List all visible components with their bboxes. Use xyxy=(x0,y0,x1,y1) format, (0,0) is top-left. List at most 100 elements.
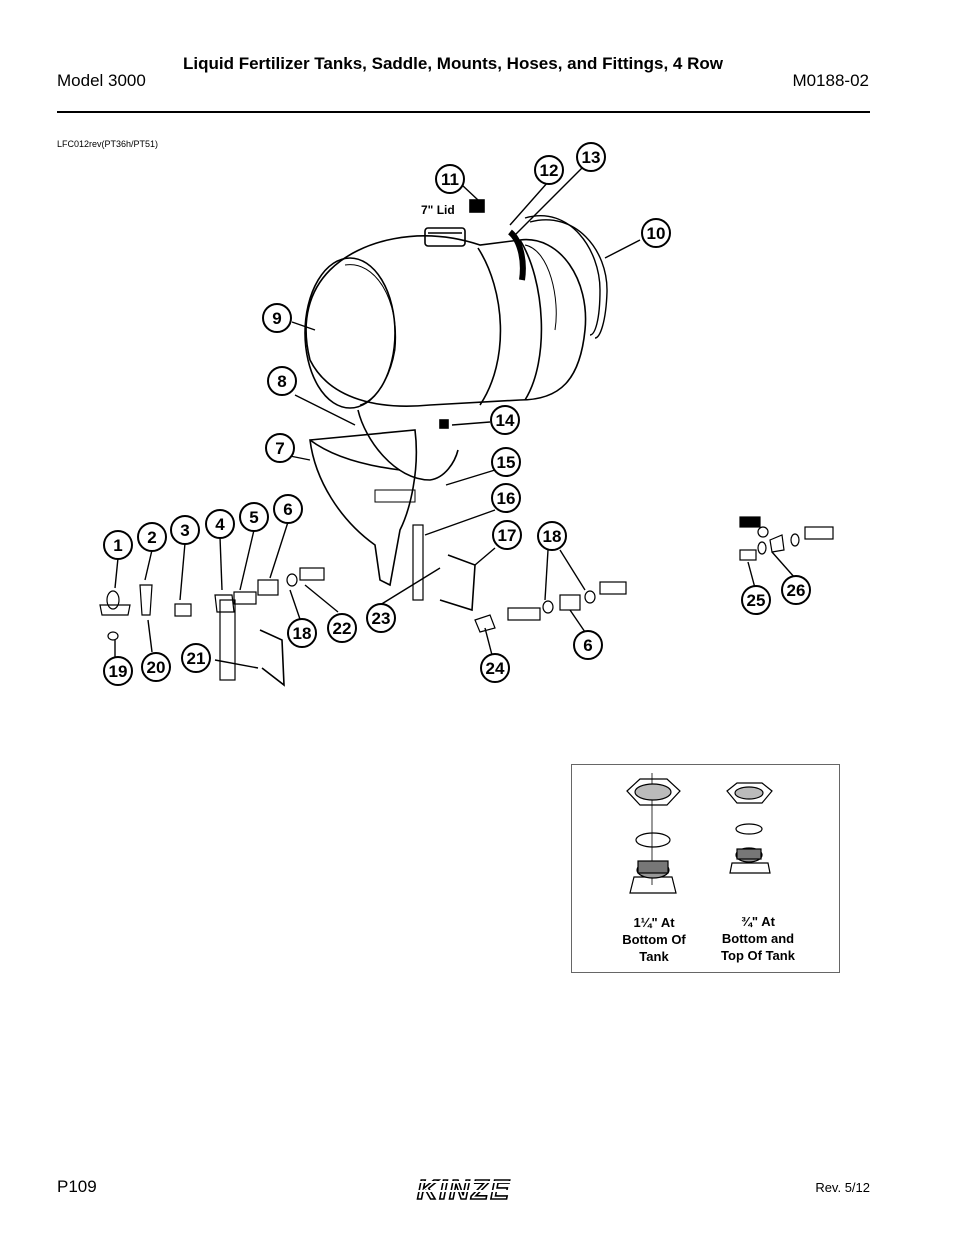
callout-circle xyxy=(239,502,269,532)
page-title: Liquid Fertilizer Tanks, Saddle, Mounts,… xyxy=(183,54,723,73)
callout-number: 1 xyxy=(113,536,122,555)
callout-1: 1 xyxy=(103,530,133,560)
callout-circle xyxy=(490,405,520,435)
callout-circle xyxy=(287,618,317,648)
callout-number: 5 xyxy=(249,508,258,527)
inset-fittings-drawing xyxy=(626,773,773,894)
callout-circle xyxy=(480,653,510,683)
callout-circle xyxy=(537,521,567,551)
page-number: P109 xyxy=(57,1177,97,1196)
callout-circle xyxy=(205,509,235,539)
callout-circle xyxy=(327,613,357,643)
callout-18: 18 xyxy=(537,521,567,551)
callout-circle xyxy=(366,603,396,633)
callout-circle xyxy=(641,218,671,248)
callout-5: 5 xyxy=(239,502,269,532)
callout-14: 14 xyxy=(490,405,520,435)
callout-number: 3 xyxy=(180,521,189,540)
callout-circle xyxy=(103,656,133,686)
caption-line: Bottom Of xyxy=(622,932,686,947)
callout-15: 15 xyxy=(491,447,521,477)
callout-18: 18 xyxy=(287,618,317,648)
callout-number: 15 xyxy=(497,453,516,472)
callout-circle xyxy=(262,303,292,333)
callout-number: 25 xyxy=(747,591,766,610)
callout-number: 21 xyxy=(187,649,206,668)
header-rule xyxy=(57,111,870,113)
callout-19: 19 xyxy=(103,656,133,686)
callout-7: 7 xyxy=(265,433,295,463)
callout-6: 6 xyxy=(273,494,303,524)
callout-25: 25 xyxy=(741,585,771,615)
figure-id: LFC012rev(PT36h/PT51) xyxy=(57,139,159,149)
inset-box: 1¼" At Bottom Of Tank ¾" At Bottom and T… xyxy=(571,764,840,973)
callout-10: 10 xyxy=(641,218,671,248)
callout-number: 8 xyxy=(277,372,286,391)
callout-number: 23 xyxy=(372,609,391,628)
callout-circle xyxy=(137,522,167,552)
callout-circle xyxy=(435,164,465,194)
callout-number: 19 xyxy=(109,662,128,681)
callout-number: 6 xyxy=(583,636,592,655)
svg-text:KINZE: KINZE xyxy=(417,1174,511,1205)
callout-circle xyxy=(265,433,295,463)
caption-line: Top Of Tank xyxy=(721,948,795,963)
lid-label: 7" Lid xyxy=(421,203,455,217)
kinze-logo: KINZE xyxy=(409,1173,519,1206)
callout-8: 8 xyxy=(267,366,297,396)
callout-21: 21 xyxy=(181,643,211,673)
inset-caption-right: ¾" At Bottom and Top Of Tank xyxy=(703,913,813,964)
callout-number: 11 xyxy=(441,170,459,189)
callout-4: 4 xyxy=(205,509,235,539)
revision: Rev. 5/12 xyxy=(815,1180,870,1195)
callout-number: 6 xyxy=(283,500,292,519)
callout-number: 7 xyxy=(275,439,284,458)
callout-number: 9 xyxy=(272,309,281,328)
callout-number: 18 xyxy=(543,527,562,546)
callout-number: 24 xyxy=(486,659,505,678)
callout-13: 13 xyxy=(576,142,606,172)
callout-circle xyxy=(181,643,211,673)
callout-circle xyxy=(492,520,522,550)
callout-number: 22 xyxy=(333,619,352,638)
callout-circle xyxy=(491,447,521,477)
callout-number: 4 xyxy=(215,515,225,534)
callout-number: 26 xyxy=(787,581,806,600)
callout-26: 26 xyxy=(781,575,811,605)
callout-17: 17 xyxy=(492,520,522,550)
callout-number: 14 xyxy=(496,411,515,430)
callout-circle xyxy=(103,530,133,560)
callout-circle xyxy=(573,630,603,660)
callout-6: 6 xyxy=(573,630,603,660)
callout-number: 20 xyxy=(147,658,166,677)
model-label: Model 3000 xyxy=(57,71,146,90)
manual-code: M0188-02 xyxy=(792,71,869,90)
callout-number: 10 xyxy=(647,224,666,243)
callout-circle xyxy=(741,585,771,615)
callout-3: 3 xyxy=(170,515,200,545)
callout-number: 2 xyxy=(147,528,156,547)
tank-drawing xyxy=(99,199,834,687)
callout-number: 12 xyxy=(540,161,559,180)
callout-circle xyxy=(170,515,200,545)
callout-12: 12 xyxy=(534,155,564,185)
callout-number: 17 xyxy=(498,526,517,545)
callout-circle xyxy=(534,155,564,185)
callout-2: 2 xyxy=(137,522,167,552)
callout-24: 24 xyxy=(480,653,510,683)
inset-caption-left: 1¼" At Bottom Of Tank xyxy=(599,914,709,965)
callout-circle xyxy=(781,575,811,605)
callout-number: 13 xyxy=(582,148,601,167)
caption-line: Bottom and xyxy=(721,931,795,946)
callout-circle xyxy=(576,142,606,172)
caption-line: Tank xyxy=(639,949,669,964)
callout-9: 9 xyxy=(262,303,292,333)
callout-circle xyxy=(273,494,303,524)
callout-22: 22 xyxy=(327,613,357,643)
callout-circle xyxy=(141,652,171,682)
callout-16: 16 xyxy=(491,483,521,513)
caption-line: ¾" At xyxy=(741,914,775,929)
callout-number: 16 xyxy=(497,489,516,508)
